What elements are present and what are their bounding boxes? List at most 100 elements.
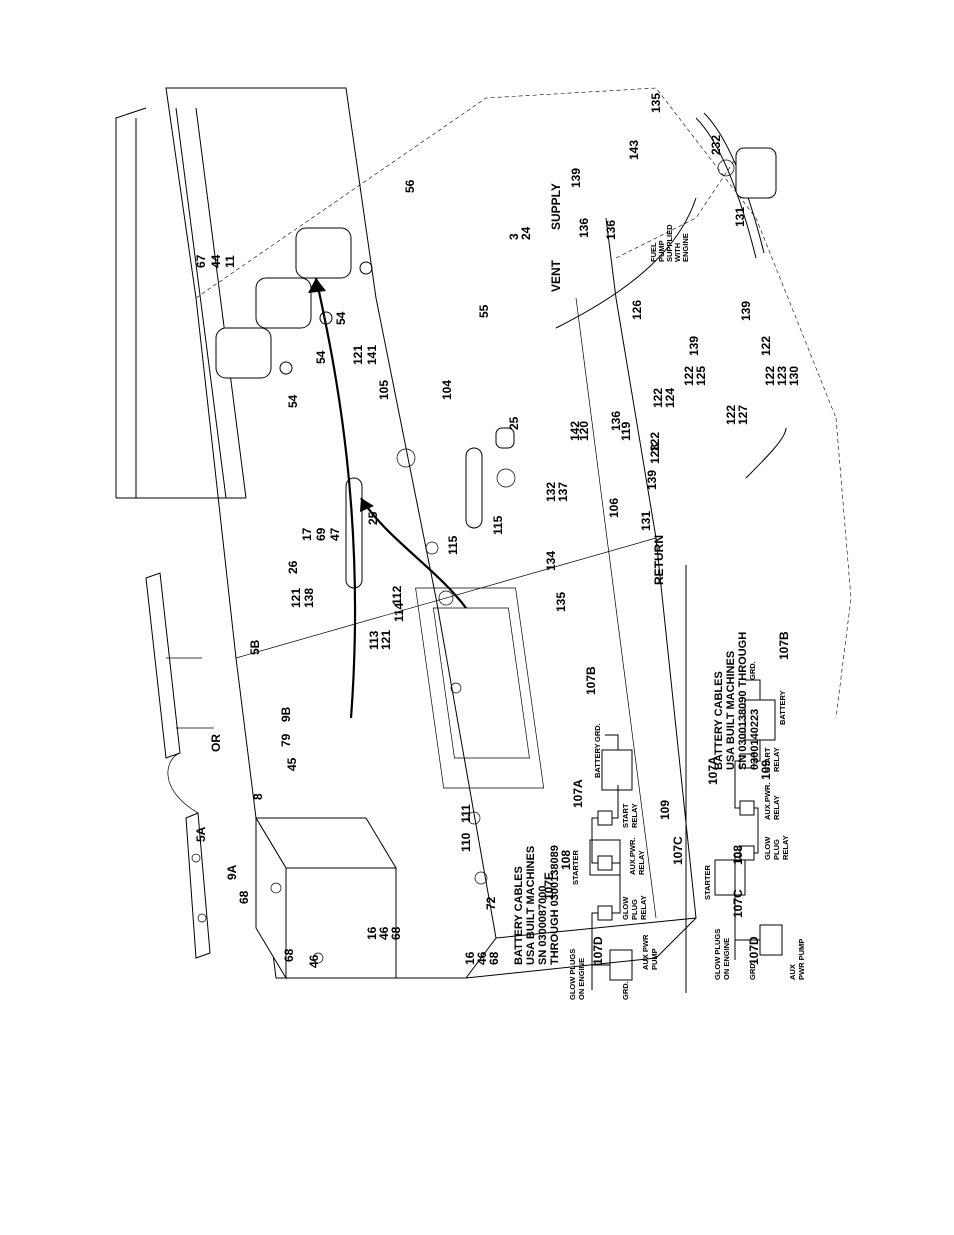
callout-141: 141 (365, 345, 379, 365)
callout-115: 115 (446, 535, 460, 555)
line-label-return: RETURN (652, 535, 666, 585)
callout-122: 122 (648, 432, 662, 452)
fuel-pump-note-line: PUMP (657, 240, 666, 262)
schematic-a-aux-relay-box (597, 855, 613, 871)
callout-139: 139 (569, 168, 583, 188)
schematic-b-start-relay-2: RELAY (772, 747, 781, 772)
callout-115: 115 (491, 515, 505, 535)
schematic-a-aux-pump-box (609, 949, 633, 981)
callout-8: 8 (251, 793, 265, 800)
schematic-b-grd-battery: GRD. (748, 661, 757, 680)
schematic-b-aux-pump-box (759, 924, 783, 956)
callout-11: 11 (223, 255, 237, 268)
fuel-pump-note-line: SUPPLIED (665, 224, 674, 262)
schematic-a-glow-relay-2: PLUG (630, 899, 639, 920)
schematic-a-aux-pump-1: AUX PWR (641, 934, 650, 970)
callout-139: 139 (739, 301, 753, 321)
schematic-a-callout-108: 108 (559, 850, 573, 870)
or-label: OR (209, 734, 223, 752)
callout-143: 143 (627, 140, 641, 160)
callout-122: 122 (651, 388, 665, 408)
schematic-a-title-3: SN 0300087000 (537, 885, 549, 965)
schematic-b-glow-relay-2: PLUG (772, 839, 781, 860)
fuel-pump (735, 147, 777, 199)
callout-121: 121 (289, 588, 303, 608)
callout-131: 131 (639, 511, 653, 531)
schematic-a-glow-plugs-2: ON ENGINE (577, 958, 586, 1000)
callout-119: 119 (619, 421, 633, 441)
callout-135: 135 (649, 93, 663, 113)
callout-104: 104 (440, 380, 454, 400)
callout-142: 142 (568, 421, 582, 441)
schematic-a-grd-battery: GRD. (593, 723, 602, 742)
callout-26: 26 (286, 560, 300, 574)
schematic-a-grd: GRD. (621, 981, 630, 1000)
callout-120: 120 (577, 421, 591, 441)
callout-45: 45 (285, 757, 299, 771)
schematic-a-callout-107d: 107D (591, 936, 605, 965)
schematic-b-callout-107c: 107C (731, 889, 745, 918)
schematic-a-callout-109: 109 (658, 800, 672, 820)
callout-25: 25 (507, 416, 521, 430)
callout-9a: 9A (225, 864, 239, 880)
schematic-a-battery: BATTERY (593, 743, 602, 778)
callout-9b: 9B (279, 706, 293, 722)
schematic-a-title-2: USA BUILT MACHINES (525, 846, 537, 965)
schematic-b-glow-relay-3: RELAY (781, 835, 790, 860)
schematic-b-glow-plugs-1: GLOW PLUGS (713, 929, 722, 980)
fuel-lines (555, 112, 787, 479)
callout-126: 126 (630, 300, 644, 320)
callout-124: 124 (663, 388, 677, 408)
callout-68: 68 (487, 951, 501, 965)
schematic-a-start-relay-box (597, 810, 613, 826)
schematic-b-starter-box (714, 859, 746, 896)
schematic-b-aux-pump-2: PWR PUMP (797, 939, 806, 980)
schematic-b-title-3: SN 0300138090 THROUGH (737, 632, 749, 770)
callout-67: 67 (194, 254, 208, 268)
rods (345, 427, 515, 589)
schematic-b-glow-relay-1: GLOW (763, 836, 772, 860)
callout-47: 47 (328, 527, 342, 541)
callout-72: 72 (484, 896, 498, 910)
callout-130: 130 (787, 366, 801, 386)
callout-46: 46 (377, 926, 391, 940)
callout-5a: 5A (194, 826, 208, 842)
callout-122: 122 (682, 366, 696, 386)
callout-68: 68 (389, 926, 403, 940)
schematic-b-aux-relay-2: RELAY (772, 795, 781, 820)
callout-137: 137 (556, 482, 570, 502)
schematic-a-title-4: THROUGH 0300138089 (549, 845, 561, 965)
callout-121: 121 (351, 345, 365, 365)
schematic-b-aux-relay-1: AUX.PWR. (763, 783, 772, 821)
callout-25: 25 (366, 511, 380, 525)
schematic-a-glow-relay-1: GLOW (621, 896, 630, 920)
callout-17: 17 (300, 527, 314, 541)
callout-54: 54 (314, 350, 328, 364)
callout-16: 16 (365, 926, 379, 940)
callout-121: 121 (379, 630, 393, 650)
fuel-pump-note-line: ENGINE (681, 233, 690, 262)
callout-122: 122 (763, 366, 777, 386)
callout-5b: 5B (248, 639, 262, 655)
schematic-b-title-4: 0300140223 (749, 709, 761, 770)
fuel-pump-note-line: FUEL (649, 242, 658, 262)
line-label-supply: SUPPLY (549, 183, 563, 230)
callout-46: 46 (475, 951, 489, 965)
callout-24: 24 (519, 226, 533, 240)
callout-112: 112 (390, 585, 404, 605)
callout-136: 136 (609, 411, 623, 431)
callout-135: 135 (554, 592, 568, 612)
schematic-a-starter-box (589, 839, 621, 876)
schematic-b-callout-107d: 107D (747, 936, 761, 965)
schematic-b: BATTERY CABLES USA BUILT MACHINES SN 030… (703, 632, 806, 980)
schematic-a-starter: STARTER (571, 850, 580, 885)
arrow-short (360, 497, 467, 609)
callout-79: 79 (279, 733, 293, 747)
callout-114: 114 (392, 602, 406, 622)
callout-138: 138 (302, 588, 316, 608)
callout-54: 54 (286, 394, 300, 408)
schematic-a-glow-relay-3: RELAY (639, 895, 648, 920)
schematic-a-aux-pump-2: PUMP (650, 948, 659, 970)
schematic-a-battery-box (601, 749, 633, 791)
